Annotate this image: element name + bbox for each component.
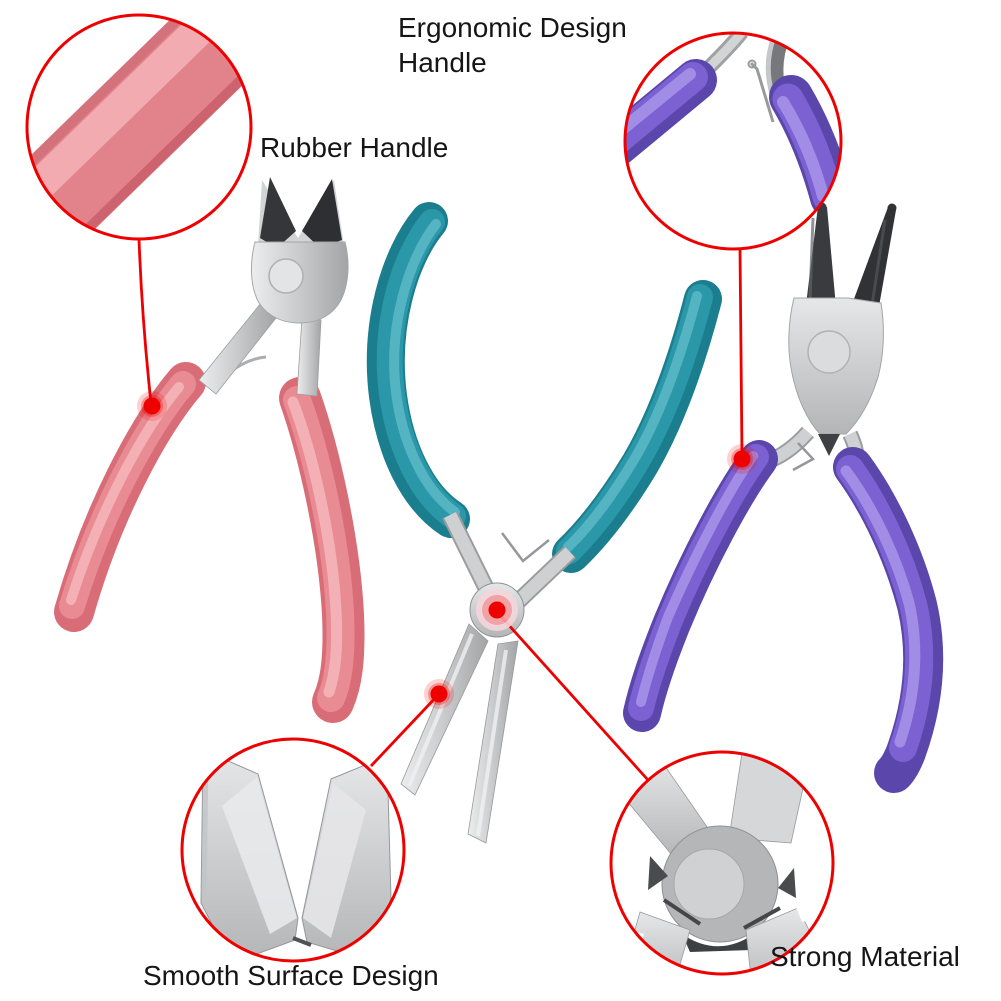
zoom-purple-handle-right-highlight: [777, 96, 829, 202]
pink-handle-left-highlight: [66, 382, 184, 605]
purple-handle-left-highlight: [636, 451, 758, 707]
zoom-spring-wire: [749, 61, 775, 123]
pink-cutter-blade-right: [302, 179, 342, 248]
zoom-leg-right-notch: [794, 894, 824, 922]
pink-handle-left-mid: [59, 371, 196, 619]
zoom-jaw-seam: [292, 936, 312, 947]
zoom-purple-handle-left-highlight: [625, 68, 696, 152]
zoom-jaw-left-facet: [222, 777, 297, 934]
callout-ring: [180, 737, 406, 963]
pink-pivot: [268, 258, 304, 294]
callout-ring: [609, 750, 835, 976]
zoom-spring-curl: [747, 59, 757, 69]
line-rubber-handle: [137, 238, 153, 404]
label-ergonomic-design-handle: Ergonomic Design Handle: [398, 12, 627, 78]
annotation-lines: [137, 238, 744, 781]
callout-ergonomic-handle-closeup: [623, 31, 843, 251]
purple-handle-left-mid: [628, 444, 769, 721]
purple-spring-wire: [792, 442, 816, 472]
teal-needle-nose-pliers: [366, 202, 722, 844]
pink-cutter-blade-left: [260, 177, 296, 248]
line-smooth-jaws: [369, 693, 441, 767]
line-ergonomic-handle: [738, 248, 744, 457]
purple-jaw-cone-right: [851, 207, 896, 312]
purple-jaw-cone-right-sheen: [870, 219, 887, 306]
purple-round-nose-pliers: [623, 202, 944, 793]
pink-side-cutter-pliers: [54, 177, 365, 723]
purple-jaw-cone-right-tip: [887, 203, 897, 213]
smooth-jaws-zoom-content: [200, 749, 392, 961]
callout-smooth-jaws-closeup: [180, 737, 406, 963]
teal-spring-wire: [501, 532, 550, 563]
purple-pivot: [807, 330, 851, 374]
dot-pink-handle: [137, 391, 167, 421]
zoom-dark-arm-right-sheen: [765, 33, 781, 94]
zoom-lower-leg-right: [745, 907, 821, 974]
dot-purple-handle: [727, 444, 757, 474]
label-rubber-handle: Rubber Handle: [260, 132, 449, 163]
callout-rubber-handle-closeup: [25, 13, 253, 241]
ergonomic-handle-zoom-content: [625, 33, 841, 219]
purple-handle-right-highlight: [840, 465, 921, 748]
zoom-seam-right: [743, 906, 781, 930]
zoom-jaw-right-facet: [303, 783, 366, 938]
teal-handle-left-highlight: [389, 219, 460, 517]
purple-jaw-cone-left-sheen: [808, 217, 815, 301]
teal-handle-right-highlight: [563, 291, 702, 552]
zoom-dark-arc-bottom: [682, 931, 758, 952]
line-strong-joint: [495, 611, 650, 781]
dot-teal-jaw: [424, 679, 454, 709]
pink-arm-right: [296, 317, 322, 397]
dot-teal-joint: [476, 589, 518, 631]
purple-head-notch: [818, 434, 840, 456]
zoom-seam-left: [662, 898, 702, 926]
pink-arm-left: [198, 302, 277, 395]
label-strong-material: Strong Material: [770, 941, 960, 972]
teal-jaw-right-facet: [476, 649, 508, 837]
pink-handle-right-highlight: [287, 396, 343, 698]
annotation-dots: [137, 391, 757, 709]
zoom-dark-wedge-left: [648, 856, 668, 890]
zoom-joint-boss: [673, 848, 745, 920]
zoom-dark-wedge-right: [778, 868, 796, 898]
callout-ring: [623, 31, 843, 251]
purple-jaw-cone-left: [806, 206, 836, 307]
teal-jaw-left-facet: [407, 633, 474, 787]
label-smooth-surface-design: Smooth Surface Design: [143, 960, 439, 991]
zoom-arm-right-notch: [792, 842, 820, 872]
